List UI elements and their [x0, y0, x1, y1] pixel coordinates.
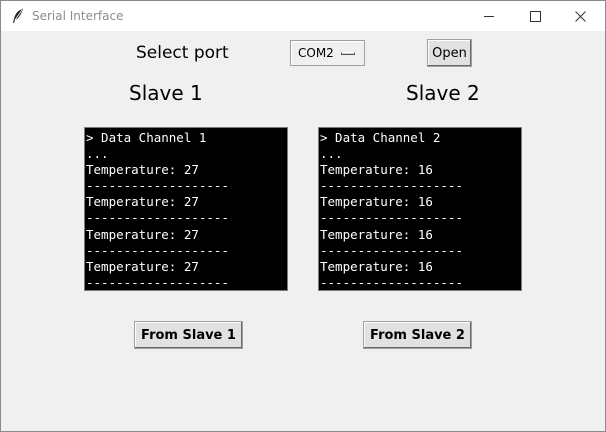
close-button[interactable] — [557, 1, 603, 31]
console-line: Temperature: 27 — [86, 194, 199, 210]
open-button[interactable]: Open — [427, 39, 472, 67]
console-line: Temperature: 16 — [320, 226, 433, 242]
console-line: ------------------- — [86, 242, 229, 258]
console-line: Temperature: 16 — [320, 194, 433, 210]
slave-2-title: Slave 2 — [406, 81, 480, 105]
select-port-label: Select port — [136, 43, 229, 63]
slave-2-console[interactable]: > Data Channel 2 ... Temperature: 16 ---… — [318, 127, 522, 291]
maximize-button[interactable] — [512, 1, 558, 31]
console-line: ... — [320, 146, 343, 162]
console-line: ------------------- — [320, 210, 463, 226]
console-line: ------------------- — [320, 274, 463, 290]
console-line: ------------------- — [320, 242, 463, 258]
slave-1-console[interactable]: > Data Channel 1 ... Temperature: 27 ---… — [84, 127, 288, 291]
from-slave-1-button[interactable]: From Slave 1 — [134, 321, 243, 349]
from-slave-2-button[interactable]: From Slave 2 — [363, 321, 472, 349]
console-line: Temperature: 16 — [320, 162, 433, 178]
console-line: ------------------- — [86, 210, 229, 226]
console-line: ------------------- — [86, 178, 229, 194]
console-line: ------------------- — [86, 274, 229, 290]
console-line: ... — [86, 146, 109, 162]
minimize-button[interactable] — [466, 1, 512, 31]
console-line: Temperature: 27 — [86, 226, 199, 242]
slave-1-title: Slave 1 — [129, 81, 203, 105]
title-bar[interactable]: Serial Interface — [1, 1, 605, 31]
console-line: Temperature: 27 — [86, 258, 199, 274]
port-dropdown[interactable]: COM2 — [290, 40, 365, 66]
console-line: > Data Channel 2 — [320, 130, 441, 145]
window-title: Serial Interface — [32, 9, 124, 23]
console-line: Temperature: 27 — [86, 162, 199, 178]
close-icon — [574, 10, 586, 22]
console-line: ------------------- — [320, 178, 463, 194]
console-line: > Data Channel 1 — [86, 130, 207, 145]
console-line: Temperature: 16 — [320, 258, 433, 274]
minimize-icon — [484, 16, 494, 17]
dropdown-indicator-icon — [341, 52, 355, 55]
feather-icon — [13, 9, 23, 23]
client-area: Select port COM2 Open Slave 1 Slave 2 > … — [1, 31, 605, 431]
maximize-icon — [529, 10, 541, 22]
port-selected-value: COM2 — [298, 46, 334, 60]
